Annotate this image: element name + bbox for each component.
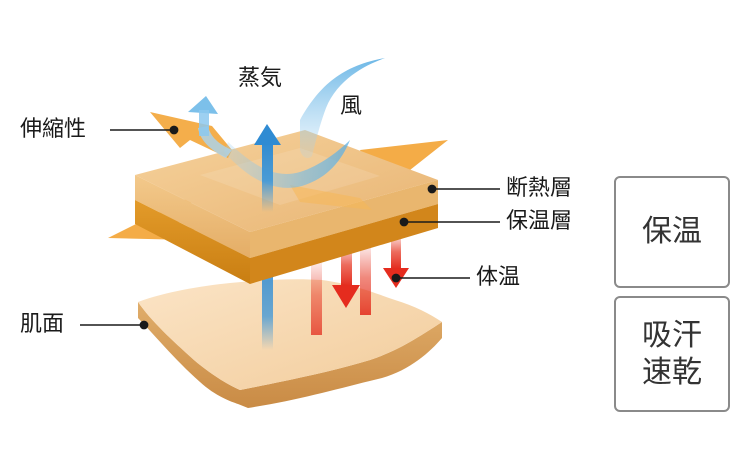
- label-wind: 風: [340, 94, 363, 119]
- heat-stream-1: [311, 255, 322, 335]
- steam-arrow: [254, 124, 281, 212]
- label-stretch: 伸縮性: [20, 117, 87, 142]
- label-skin: 肌面: [20, 312, 65, 337]
- steam-column-lower: [262, 275, 273, 350]
- badge-warmth: 保温: [614, 176, 730, 288]
- warming-layer-band-right: [250, 204, 438, 284]
- heat-arrow-1: [332, 240, 360, 308]
- label-body-heat: 体温: [476, 265, 521, 290]
- label-warming-layer: 保温層: [506, 209, 573, 234]
- wind-stream-sweep: [224, 140, 350, 188]
- label-steam: 蒸気: [238, 66, 283, 91]
- badge-moisture-line2: 速乾: [642, 355, 702, 390]
- badge-moisture-line1: 吸汗: [642, 317, 702, 353]
- warming-layer-band-left: [135, 200, 250, 284]
- badge-moisture: 吸汗 速乾: [614, 296, 730, 412]
- badge-warmth-text: 保温: [642, 214, 702, 250]
- skin-layer: [138, 279, 442, 408]
- stretch-arrow-center: [290, 185, 372, 210]
- steam-arrow-shaft: [262, 142, 273, 212]
- leader-lines: [80, 125, 500, 330]
- insulation-layer-right: [250, 180, 438, 258]
- skin-layer-edge: [138, 302, 442, 408]
- insulation-layer-front: [135, 175, 250, 258]
- skin-layer-top: [138, 279, 442, 390]
- label-insulation-layer: 断熱層: [506, 176, 573, 201]
- arrow-up-icon: [254, 124, 281, 145]
- heat-stream-2: [360, 240, 371, 315]
- wind-icon: [300, 58, 385, 158]
- body-heat-arrows: [311, 232, 409, 335]
- wind-arrow-up-left: [188, 96, 232, 158]
- wind-streams: [188, 58, 385, 188]
